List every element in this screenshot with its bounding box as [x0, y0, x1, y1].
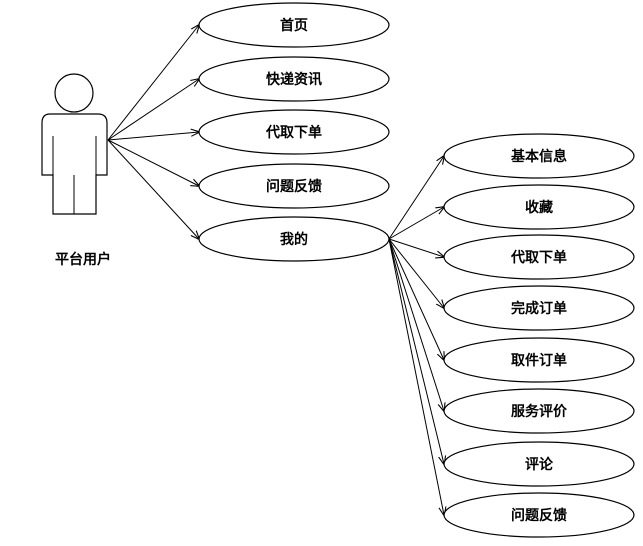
arrow-actor-to-main-0 — [107, 25, 199, 141]
use-case-pickup-order[interactable]: 代取下单 — [198, 109, 390, 155]
use-case-express-news[interactable]: 快递资讯 — [198, 56, 390, 102]
arrow-mine-to-sub-0 — [388, 156, 444, 240]
actor-body — [41, 113, 108, 215]
use-case-comments[interactable]: 评论 — [443, 441, 635, 487]
association-lines — [107, 25, 444, 515]
use-case-label: 代取下单 — [265, 124, 322, 141]
arrow-mine-to-sub-5 — [388, 238, 444, 411]
use-case-label: 我的 — [280, 231, 308, 248]
actor-figure — [41, 73, 108, 215]
use-case-issue-feedback[interactable]: 问题反馈 — [443, 492, 635, 538]
use-case-label: 首页 — [280, 17, 308, 34]
use-case-complete-order[interactable]: 完成订单 — [443, 285, 635, 331]
use-case-label: 基本信息 — [511, 148, 567, 165]
use-case-label: 快递资讯 — [266, 71, 322, 88]
use-case-label: 问题反馈 — [266, 178, 322, 195]
arrow-mine-to-sub-2 — [388, 238, 444, 257]
use-case-label: 取件订单 — [511, 352, 567, 369]
arrow-mine-to-sub-7 — [388, 238, 444, 515]
arrow-mine-to-sub-1 — [388, 207, 444, 240]
actor-label: 平台用户 — [55, 251, 111, 268]
use-case-label: 完成订单 — [511, 300, 567, 317]
arrow-actor-to-main-2 — [107, 132, 199, 141]
use-case-mine[interactable]: 我的 — [198, 216, 390, 262]
arrow-actor-to-main-3 — [107, 139, 199, 186]
arrow-mine-to-sub-4 — [388, 238, 444, 360]
use-case-pickup-orders[interactable]: 取件订单 — [443, 337, 635, 383]
actor-head — [54, 73, 94, 113]
use-case-place-order[interactable]: 代取下单 — [443, 234, 635, 280]
use-case-favorites[interactable]: 收藏 — [443, 184, 635, 230]
arrow-mine-to-sub-3 — [388, 238, 444, 308]
use-case-label: 服务评价 — [511, 403, 568, 420]
arrow-mine-to-sub-6 — [388, 238, 444, 464]
use-case-feedback[interactable]: 问题反馈 — [198, 163, 390, 209]
use-case-label: 代取下单 — [510, 249, 567, 266]
use-case-label: 问题反馈 — [511, 507, 567, 524]
use-case-label: 收藏 — [525, 199, 553, 216]
arrow-actor-to-main-1 — [107, 79, 199, 141]
use-case-basic-info[interactable]: 基本信息 — [443, 133, 635, 179]
arrow-actor-to-main-4 — [107, 139, 199, 239]
use-case-label: 评论 — [525, 456, 554, 473]
use-case-service-rating[interactable]: 服务评价 — [443, 388, 635, 434]
use-case-home[interactable]: 首页 — [198, 2, 390, 48]
